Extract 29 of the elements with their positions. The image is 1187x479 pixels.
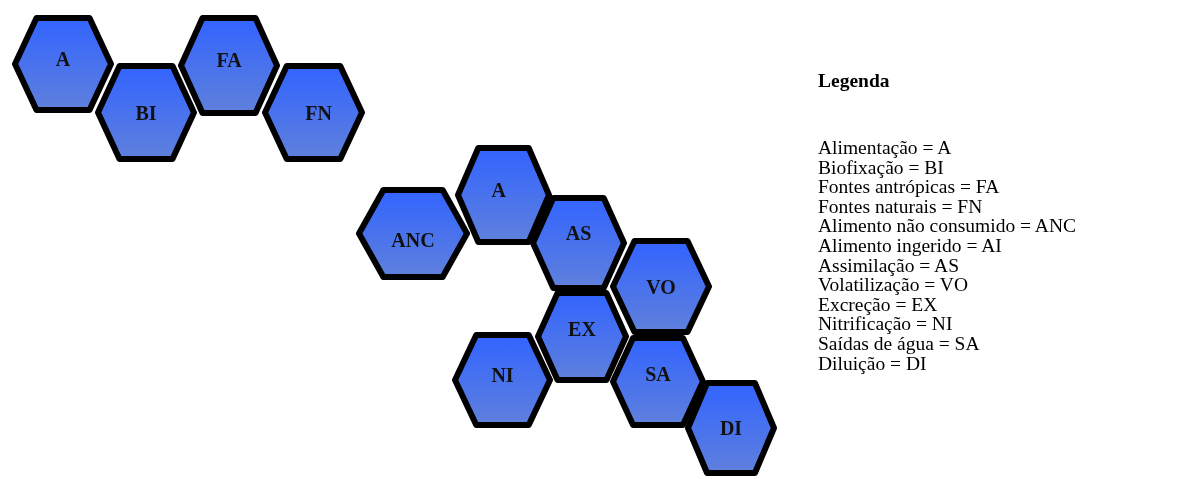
hexagon-tile — [452, 332, 553, 428]
abbreviation-label: A — [55, 47, 71, 71]
hexagon-tile — [530, 195, 627, 291]
hexagon-tile — [178, 15, 280, 116]
hexagon-tile — [262, 63, 365, 162]
hexagon-tile — [455, 145, 552, 245]
hexagon-tile — [610, 335, 706, 428]
hexagon-tile — [535, 290, 629, 383]
abbreviation-label: FA — [216, 48, 242, 72]
hexagon-tile — [610, 238, 712, 335]
legend-entry: Alimento ingerido = AI — [818, 235, 1002, 257]
abbreviation-label: A — [491, 178, 506, 202]
abbreviation-label: BI — [135, 101, 157, 124]
abbreviation-label: NI — [491, 363, 514, 387]
legend-entry: Alimento não consumido = ANC — [818, 215, 1076, 238]
abbreviation-label: VO — [646, 275, 676, 298]
abbreviation-label: SA — [645, 362, 671, 386]
hexagon-tile — [12, 15, 114, 113]
abbreviation-label: DI — [719, 416, 743, 440]
hexagon-tile — [356, 187, 470, 280]
hexagon-tile — [95, 63, 197, 162]
abbreviation-label: FN — [305, 101, 332, 124]
legend-heading: Legenda — [818, 70, 890, 92]
hexagon-tile — [685, 380, 777, 476]
abbreviation-label: EX — [568, 317, 596, 341]
legend-entry: Saídas de água = SA — [818, 333, 980, 355]
abbreviation-label: ANC — [391, 228, 435, 252]
legend-entry: Alimentação = A — [818, 137, 952, 159]
abbreviation-label: AS — [565, 221, 592, 245]
